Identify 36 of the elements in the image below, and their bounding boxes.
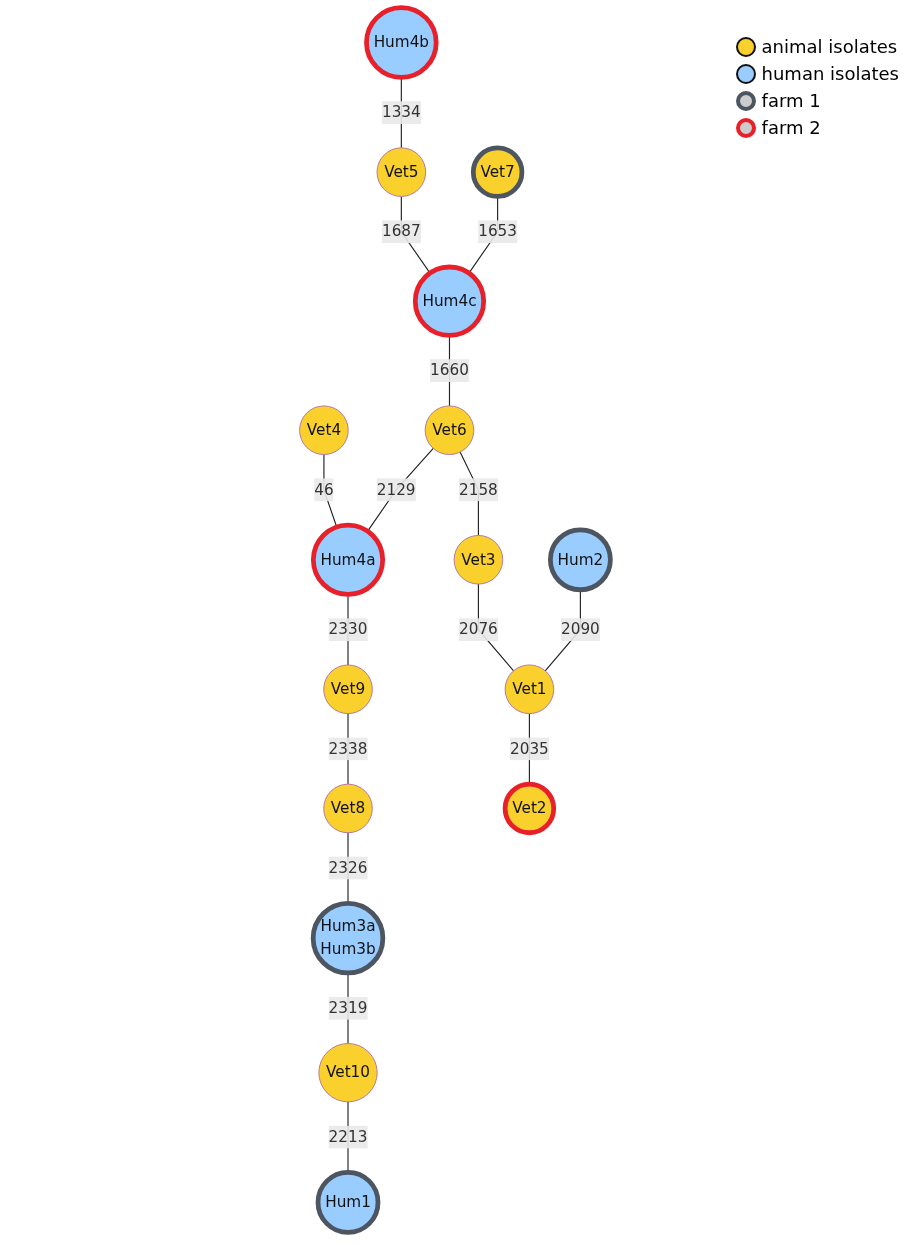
connector: [366, 447, 434, 532]
edge-label: 2326: [328, 858, 367, 877]
node-circle: Hum3a Hum3b: [310, 900, 385, 976]
node-circle: Vet6: [424, 405, 474, 455]
node-circle: Hum4a: [310, 522, 385, 597]
node-circle: Vet7: [470, 145, 524, 199]
edge-label: 1687: [381, 222, 421, 241]
node-circle: Vet5: [376, 147, 426, 197]
legend-text: farm 2: [761, 117, 821, 138]
edge-label: 2035: [509, 739, 549, 758]
edge-label: 1660: [429, 361, 469, 380]
edge-label: 2129: [376, 480, 416, 499]
node-circle: Hum4c: [412, 264, 486, 338]
node-circle: Vet10: [317, 1043, 378, 1103]
edge-label: 1653: [477, 222, 517, 241]
node-circle: Vet4: [298, 405, 349, 455]
legend-text: farm 1: [761, 90, 821, 111]
edge-label: 2090: [560, 620, 600, 639]
legend-text: animal isolates: [761, 36, 898, 57]
node-circle: Vet8: [322, 783, 373, 834]
edge-label: 2330: [328, 620, 367, 639]
node-circle: Vet9: [322, 664, 373, 715]
legend-text: human isolates: [761, 63, 899, 84]
edge-label: 2319: [328, 998, 367, 1017]
edge-label: 2076: [458, 620, 498, 639]
edge-label: 2158: [458, 480, 498, 499]
edge-label: 2213: [328, 1127, 367, 1146]
node-circle: Vet3: [453, 534, 503, 585]
edge-label: 1334: [381, 103, 421, 122]
edge-label: 2338: [328, 739, 367, 758]
node-circle: Hum2: [547, 527, 613, 593]
node-circle: Hum4b: [363, 5, 439, 80]
node-circle: Hum1: [315, 1170, 380, 1235]
node-circle: Vet2: [502, 781, 556, 836]
edge-label: 46: [313, 480, 334, 499]
node-circle: Vet1: [504, 664, 554, 715]
